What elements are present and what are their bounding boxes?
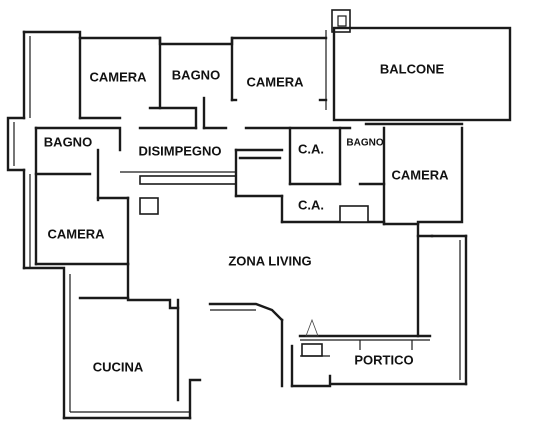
outer-walls — [6, 30, 468, 420]
label-ca-upper: C.A. — [298, 141, 324, 156]
label-cucina: CUCINA — [93, 359, 144, 374]
portico-details — [290, 318, 413, 388]
label-portico: PORTICO — [354, 352, 413, 367]
label-bagno-small: BAGNO — [346, 138, 383, 149]
top-rooms-walls — [78, 30, 464, 130]
label-balcone: BALCONE — [380, 61, 445, 76]
label-bagno-left: BAGNO — [44, 134, 92, 149]
left-rooms-walls — [34, 126, 237, 266]
label-disimpegno: DISIMPEGNO — [138, 143, 221, 158]
label-camera-left: CAMERA — [47, 226, 105, 241]
living-walls — [78, 234, 432, 402]
label-bagno-top: BAGNO — [172, 67, 220, 82]
chimney — [331, 9, 351, 33]
label-ca-lower: C.A. — [298, 197, 324, 212]
label-camera-top-center: CAMERA — [246, 74, 304, 89]
label-camera-right: CAMERA — [391, 167, 449, 182]
label-camera-top-left: CAMERA — [89, 69, 147, 84]
label-zona-living: ZONA LIVING — [228, 253, 311, 268]
balcone-outline — [332, 26, 512, 122]
center-rooms-walls — [234, 126, 420, 226]
